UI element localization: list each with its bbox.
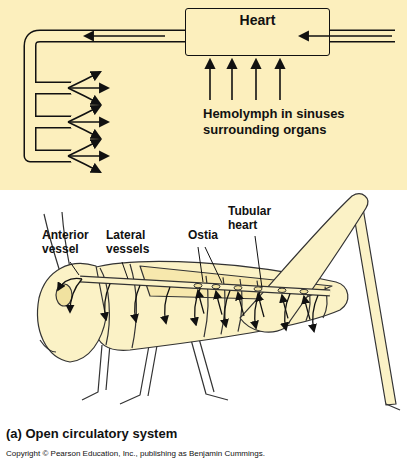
drawing-stroke [300,35,392,37]
part-label: Anterior vessel [42,228,114,256]
inflow-arrow [198,291,204,314]
ostium [194,283,202,287]
middle-leg [190,335,228,400]
mouthpart [40,340,56,352]
drawing-stroke [68,88,100,104]
hemolymph-arrows [58,278,318,331]
hind-tibia [353,202,396,405]
inflow-arrow [216,292,222,315]
part-label: Ostia [188,228,218,242]
ostium [300,289,308,293]
drawing-stroke [68,156,100,172]
drawing-stroke [68,87,108,89]
foot [386,404,400,410]
drawing-stroke [30,36,395,156]
node-title: Heart [240,12,276,28]
drawing-stroke [85,35,165,37]
drawing-stroke [70,279,82,312]
drawing-stroke [68,155,108,157]
flow-arrows [68,36,392,172]
drawing-stroke [205,247,222,283]
drawing-stroke [209,60,211,100]
ostium [234,286,242,290]
ostium [278,288,286,292]
schematic-panel [0,0,407,190]
ostia [194,283,308,293]
drawing-stroke [122,262,128,279]
grasshopper [38,194,400,410]
leader-lines [70,236,262,288]
part-label: Lateral vessels [106,228,176,256]
lateral-arrow [105,284,110,320]
lateral-arrow [225,290,230,326]
drawing-stroke [80,279,330,293]
inflow-arrow [258,294,264,317]
drawing-stroke [68,140,100,156]
part-label: Tubular heart [228,204,290,232]
ostium [254,287,262,291]
inflow-arrow [238,293,244,316]
lateral-arrow [165,287,170,323]
drawing-stroke [68,72,100,88]
lateral-arrow [285,294,290,330]
drawing-stroke [255,60,257,100]
inflow-arrow [304,297,310,320]
drawing-stroke [80,279,330,293]
tubular-heart [80,279,330,294]
vessel-tubes [30,36,396,163]
lateral-arrow [313,295,318,331]
ostium [212,284,220,288]
sinus-label: Hemolymph in sinuses surrounding organs [203,106,373,138]
inflow-arrow [282,295,288,318]
drawing-stroke [198,247,203,282]
drawing-stroke [68,122,100,138]
heart-chamber: Heart [185,8,330,56]
copyright-note: Copyright © Pearson Education, Inc., pub… [6,449,265,459]
lateral-arrow [135,285,140,321]
drawing-stroke [279,60,281,100]
drawing-stroke [255,236,262,288]
drawing-stroke [231,60,233,100]
drawing-stroke [70,262,79,275]
drawing-stroke [68,106,100,122]
drawing-stroke [68,121,108,123]
figure-caption: (a) Open circulatory system [6,426,177,442]
eye [56,284,72,306]
drawing-stroke [30,36,396,156]
